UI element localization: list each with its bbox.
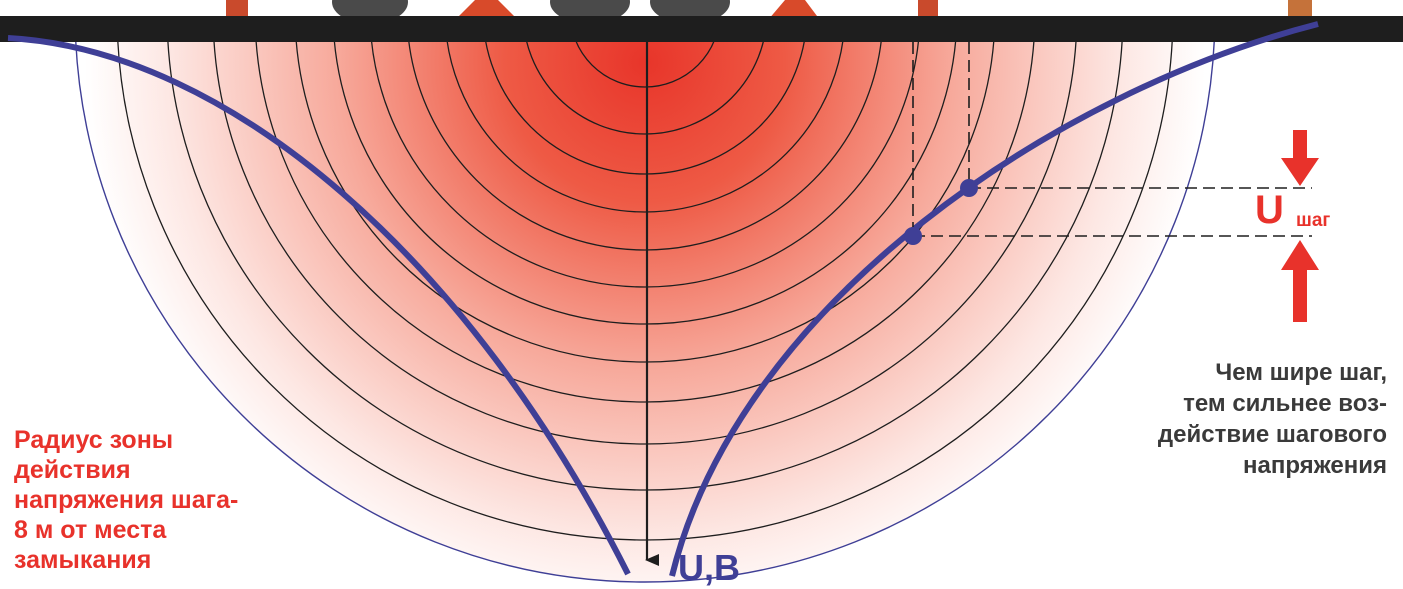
- zone-boundary: [75, 40, 1215, 583]
- step-voltage-arrows: [1281, 130, 1319, 322]
- object-block: [226, 0, 248, 18]
- voltage-curve-right: [669, 21, 1319, 577]
- object-block: [918, 0, 938, 18]
- step-voltage-symbol: U: [1255, 188, 1284, 232]
- projection-lines: [912, 42, 1312, 237]
- zone-radius-note: Радиус зоны действия напряжения шага- 8 …: [14, 426, 239, 574]
- arrow-down-icon: [1281, 130, 1319, 186]
- arrow-up-icon: [1281, 240, 1319, 322]
- object-cone: [768, 0, 820, 20]
- foot-point-far: [960, 179, 978, 197]
- ground-surface: [0, 16, 1403, 42]
- hazard-zone: [75, 40, 1215, 582]
- object-cone: [455, 0, 518, 20]
- axis-label: U,B: [678, 547, 740, 588]
- voltage-curve-left: [7, 35, 631, 576]
- equipotential-lines: [117, 40, 1173, 541]
- object-block: [1288, 0, 1312, 18]
- foot-point-near: [904, 227, 922, 245]
- step-width-note: Чем шире шаг, тем сильнее воз- действие …: [1157, 359, 1387, 479]
- step-voltage-subscript: шаг: [1296, 210, 1331, 231]
